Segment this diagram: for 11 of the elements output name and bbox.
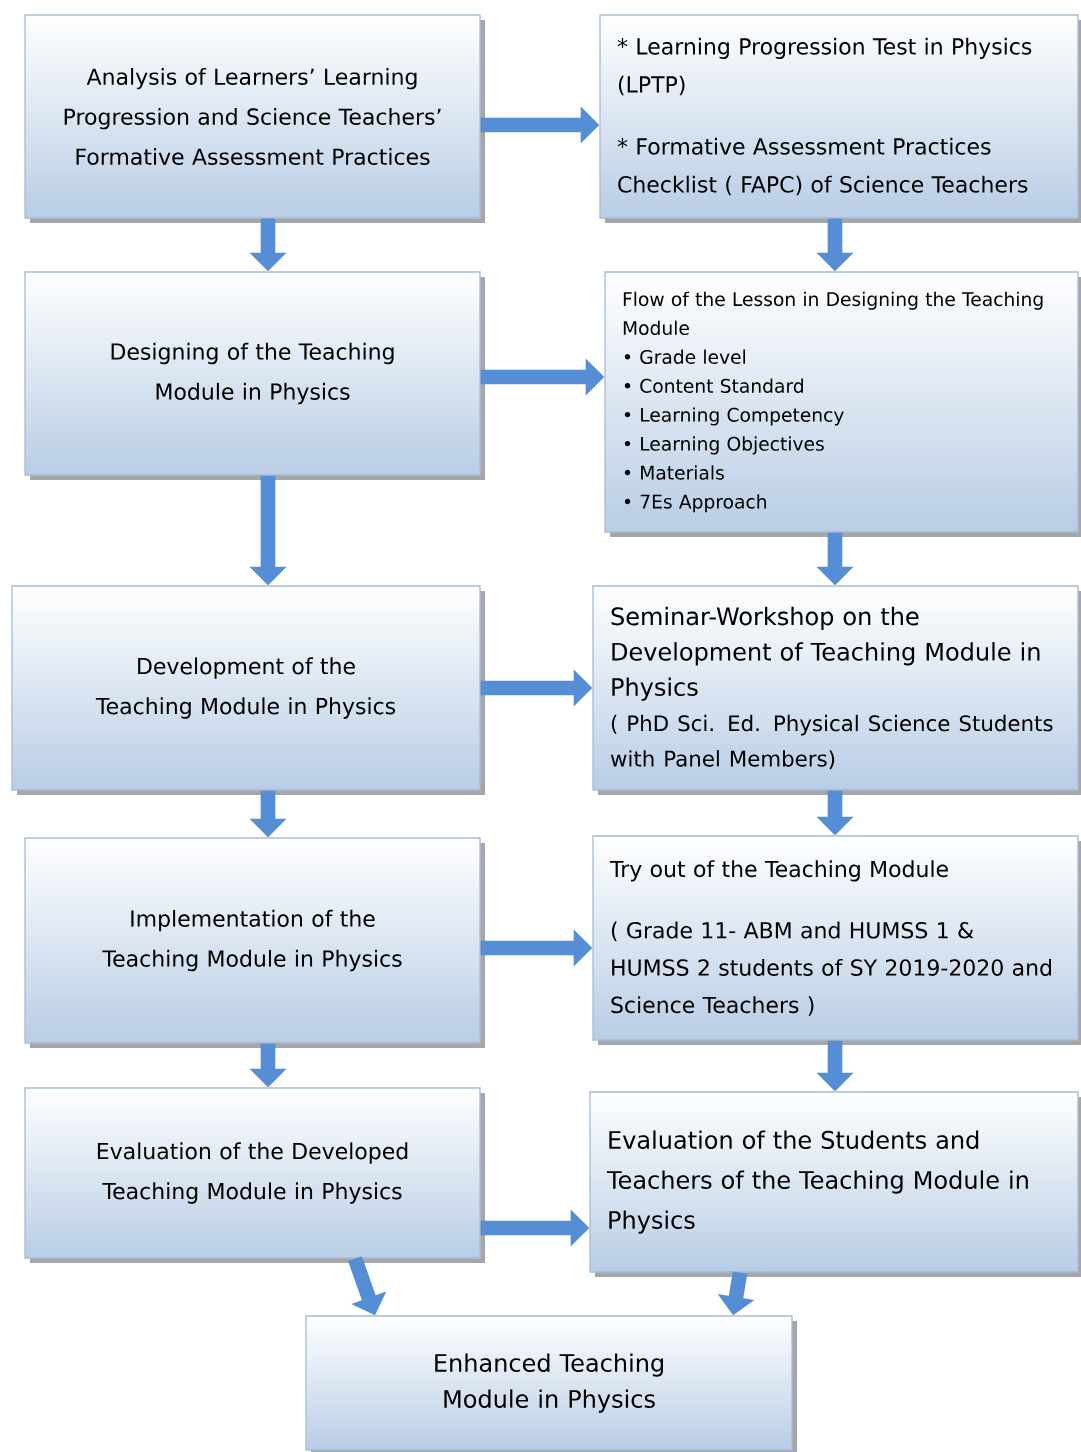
process-box: Seminar-Workshop on the Development of Teaching Module in Physics ( PhD Sci. Ed. Physical Science Students with Panel Members) [592, 585, 1081, 795]
process-box: * Learning Progression Test in Physics (LPTP) * Formative Assessment Practices Checklist ( FAPC) of Science Teachers [599, 14, 1081, 223]
process-box: Enhanced Teaching Module in Physics [305, 1315, 797, 1452]
process-box: Evaluation of the Students and Teachers of the Teaching Module in Physics [589, 1091, 1081, 1277]
process-box: Designing of the Teaching Module in Physics [24, 271, 485, 480]
process-box: Development of the Teaching Module in Physics [11, 585, 485, 795]
process-box: Flow of the Lesson in Designing the Teaching Module • Grade level • Content Standard • Learning Competency • Learning Objectives • Materials • 7Es Approach [604, 271, 1081, 537]
process-box: Evaluation of the Developed Teaching Module in Physics [24, 1087, 485, 1263]
process-box: Try out of the Teaching Module ( Grade 11- ABM and HUMSS 1 & HUMSS 2 students of SY 2019-2020 and Science Teachers ) [592, 835, 1081, 1045]
process-box: Analysis of Learners’ Learning Progression and Science Teachers’ Formative Assessment Practices [24, 14, 485, 223]
process-box: Implementation of the Teaching Module in Physics [24, 837, 485, 1048]
